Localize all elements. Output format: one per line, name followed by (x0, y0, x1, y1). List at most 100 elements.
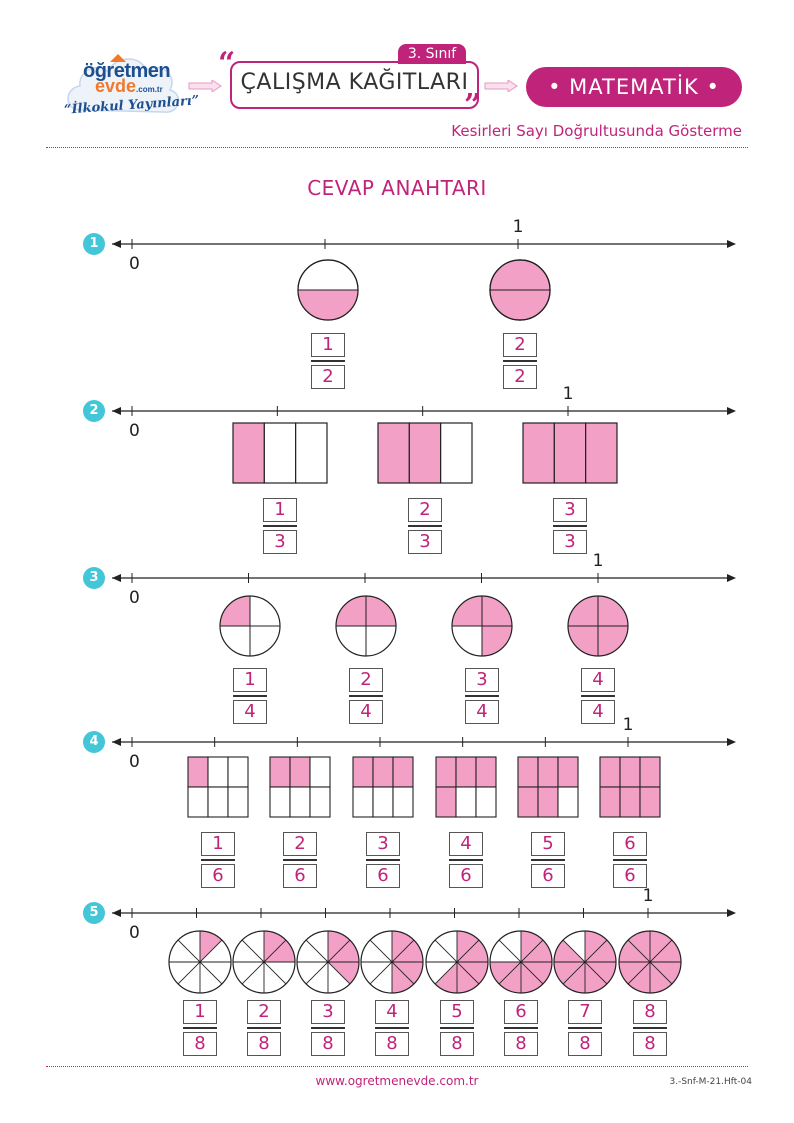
numerator: 2 (349, 668, 383, 692)
fraction-bar (440, 1027, 474, 1029)
fraction-model (219, 595, 281, 657)
numerator: 5 (531, 832, 565, 856)
fraction-bar (568, 1027, 602, 1029)
logo-wordmark-sub: evde.com.tr (95, 76, 163, 96)
exercise-number-badge: 3 (83, 567, 105, 589)
fraction-model (451, 595, 513, 657)
denominator: 3 (263, 530, 297, 554)
numerator: 4 (375, 1000, 409, 1024)
arrow-left-icon (112, 909, 121, 917)
arrow-right-icon (727, 738, 736, 746)
numerator: 3 (465, 668, 499, 692)
fraction-bar (283, 859, 317, 861)
fraction-model (599, 756, 661, 818)
fraction-bar (633, 1027, 667, 1029)
fraction-model (232, 422, 328, 484)
fraction-model (360, 930, 424, 994)
numerator: 1 (263, 498, 297, 522)
zero-label: 0 (129, 923, 140, 943)
fraction-bar (263, 525, 297, 527)
fraction-bar (504, 1027, 538, 1029)
fraction-model (269, 756, 331, 818)
numerator: 2 (247, 1000, 281, 1024)
exercise-5 (112, 908, 736, 994)
fraction-bar (366, 859, 400, 861)
arrow-right-icon (484, 80, 518, 92)
denominator: 8 (183, 1032, 217, 1056)
denominator: 6 (531, 864, 565, 888)
denominator: 8 (568, 1032, 602, 1056)
numerator: 3 (553, 498, 587, 522)
denominator: 8 (633, 1032, 667, 1056)
zero-label: 0 (129, 421, 140, 441)
arrow-right-icon (727, 407, 736, 415)
exercise-number-badge: 1 (83, 233, 105, 255)
subject-badge: • MATEMATİK • (526, 67, 742, 107)
fraction-bar (311, 1027, 345, 1029)
exercise-1 (112, 239, 736, 321)
logo-cloud (67, 54, 180, 113)
exercise-number-badge: 4 (83, 731, 105, 753)
numerator: 1 (233, 668, 267, 692)
denominator: 3 (408, 530, 442, 554)
fraction-model (553, 930, 617, 994)
zero-label: 0 (129, 752, 140, 772)
exercise-number-badge: 5 (83, 902, 105, 924)
fraction-model (297, 259, 359, 321)
arrow-right-icon (188, 80, 222, 92)
fraction-model (489, 930, 553, 994)
arrow-right-icon (727, 909, 736, 917)
denominator: 4 (349, 700, 383, 724)
fraction-bar (531, 859, 565, 861)
denominator: 8 (440, 1032, 474, 1056)
worksheet-title: ÇALIŞMA KAĞITLARI (240, 70, 469, 95)
numerator: 3 (366, 832, 400, 856)
exercise-3 (112, 573, 736, 657)
grade-tab: 3. Sınıf (398, 44, 466, 64)
denominator: 8 (311, 1032, 345, 1056)
footer-code: 3.-Snf-M-21.Hft-04 (669, 1077, 752, 1087)
denominator: 2 (311, 365, 345, 389)
denominator: 4 (581, 700, 615, 724)
fraction-model (352, 756, 414, 818)
numerator: 2 (408, 498, 442, 522)
numerator: 1 (183, 1000, 217, 1024)
one-label: 1 (512, 217, 524, 237)
fraction-bar (349, 695, 383, 697)
footer-url[interactable]: www.ogretmenevde.com.tr (315, 1074, 479, 1088)
denominator: 6 (613, 864, 647, 888)
fraction-model (435, 756, 497, 818)
quote-close-icon: ” (464, 88, 482, 123)
exercise-4 (112, 737, 736, 818)
fraction-model (567, 595, 629, 657)
fraction-bar (201, 859, 235, 861)
fraction-bar (233, 695, 267, 697)
denominator: 4 (465, 700, 499, 724)
fraction-bar (247, 1027, 281, 1029)
fraction-bar (408, 525, 442, 527)
arrow-left-icon (112, 738, 121, 746)
zero-label: 0 (129, 254, 140, 274)
numerator: 2 (503, 333, 537, 357)
exercise-number-badge: 2 (83, 400, 105, 422)
denominator: 3 (553, 530, 587, 554)
fraction-model (335, 595, 397, 657)
fraction-model (232, 930, 296, 994)
one-label: 1 (592, 551, 604, 571)
